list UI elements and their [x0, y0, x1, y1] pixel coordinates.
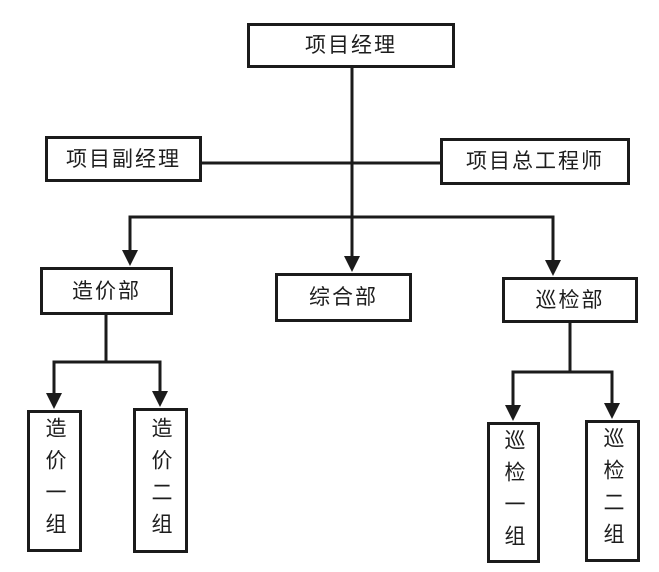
arrowhead-to-inspection-group-1 — [505, 405, 521, 421]
node-cost-group-2-label: 造价二组 — [149, 416, 172, 545]
node-project-manager: 项目经理 — [247, 23, 455, 68]
arrowhead-to-inspection-group-2 — [604, 403, 620, 419]
node-general-department: 综合部 — [275, 273, 412, 322]
node-chief-engineer-label: 项目总工程师 — [466, 150, 604, 173]
node-inspection-group-2: 巡检二组 — [585, 420, 640, 562]
node-cost-group-1: 造价一组 — [27, 410, 82, 552]
node-inspection-department-label: 巡检部 — [535, 288, 605, 312]
node-deputy-project-manager: 项目副经理 — [45, 136, 202, 182]
arrowhead-to-cost-department — [122, 250, 138, 266]
arrowhead-to-cost-group-1 — [46, 393, 62, 409]
node-chief-engineer: 项目总工程师 — [440, 138, 630, 185]
node-cost-department-label: 造价部 — [72, 279, 141, 303]
node-cost-department: 造价部 — [40, 267, 173, 315]
node-inspection-group-2-label: 巡检二组 — [601, 427, 624, 555]
node-inspection-group-1-label: 巡检一组 — [502, 428, 525, 557]
node-project-manager-label: 项目经理 — [305, 34, 397, 57]
node-general-department-label: 综合部 — [309, 286, 378, 309]
arrowhead-to-cost-group-2 — [152, 391, 168, 407]
node-cost-group-1-label: 造价一组 — [43, 417, 66, 545]
arrowhead-to-inspection-department — [545, 260, 561, 276]
node-inspection-department: 巡检部 — [502, 277, 638, 323]
node-inspection-group-1: 巡检一组 — [487, 422, 540, 563]
node-cost-group-2: 造价二组 — [133, 408, 188, 553]
arrowhead-to-general-department — [344, 256, 360, 272]
node-deputy-project-manager-label: 项目副经理 — [66, 147, 181, 171]
